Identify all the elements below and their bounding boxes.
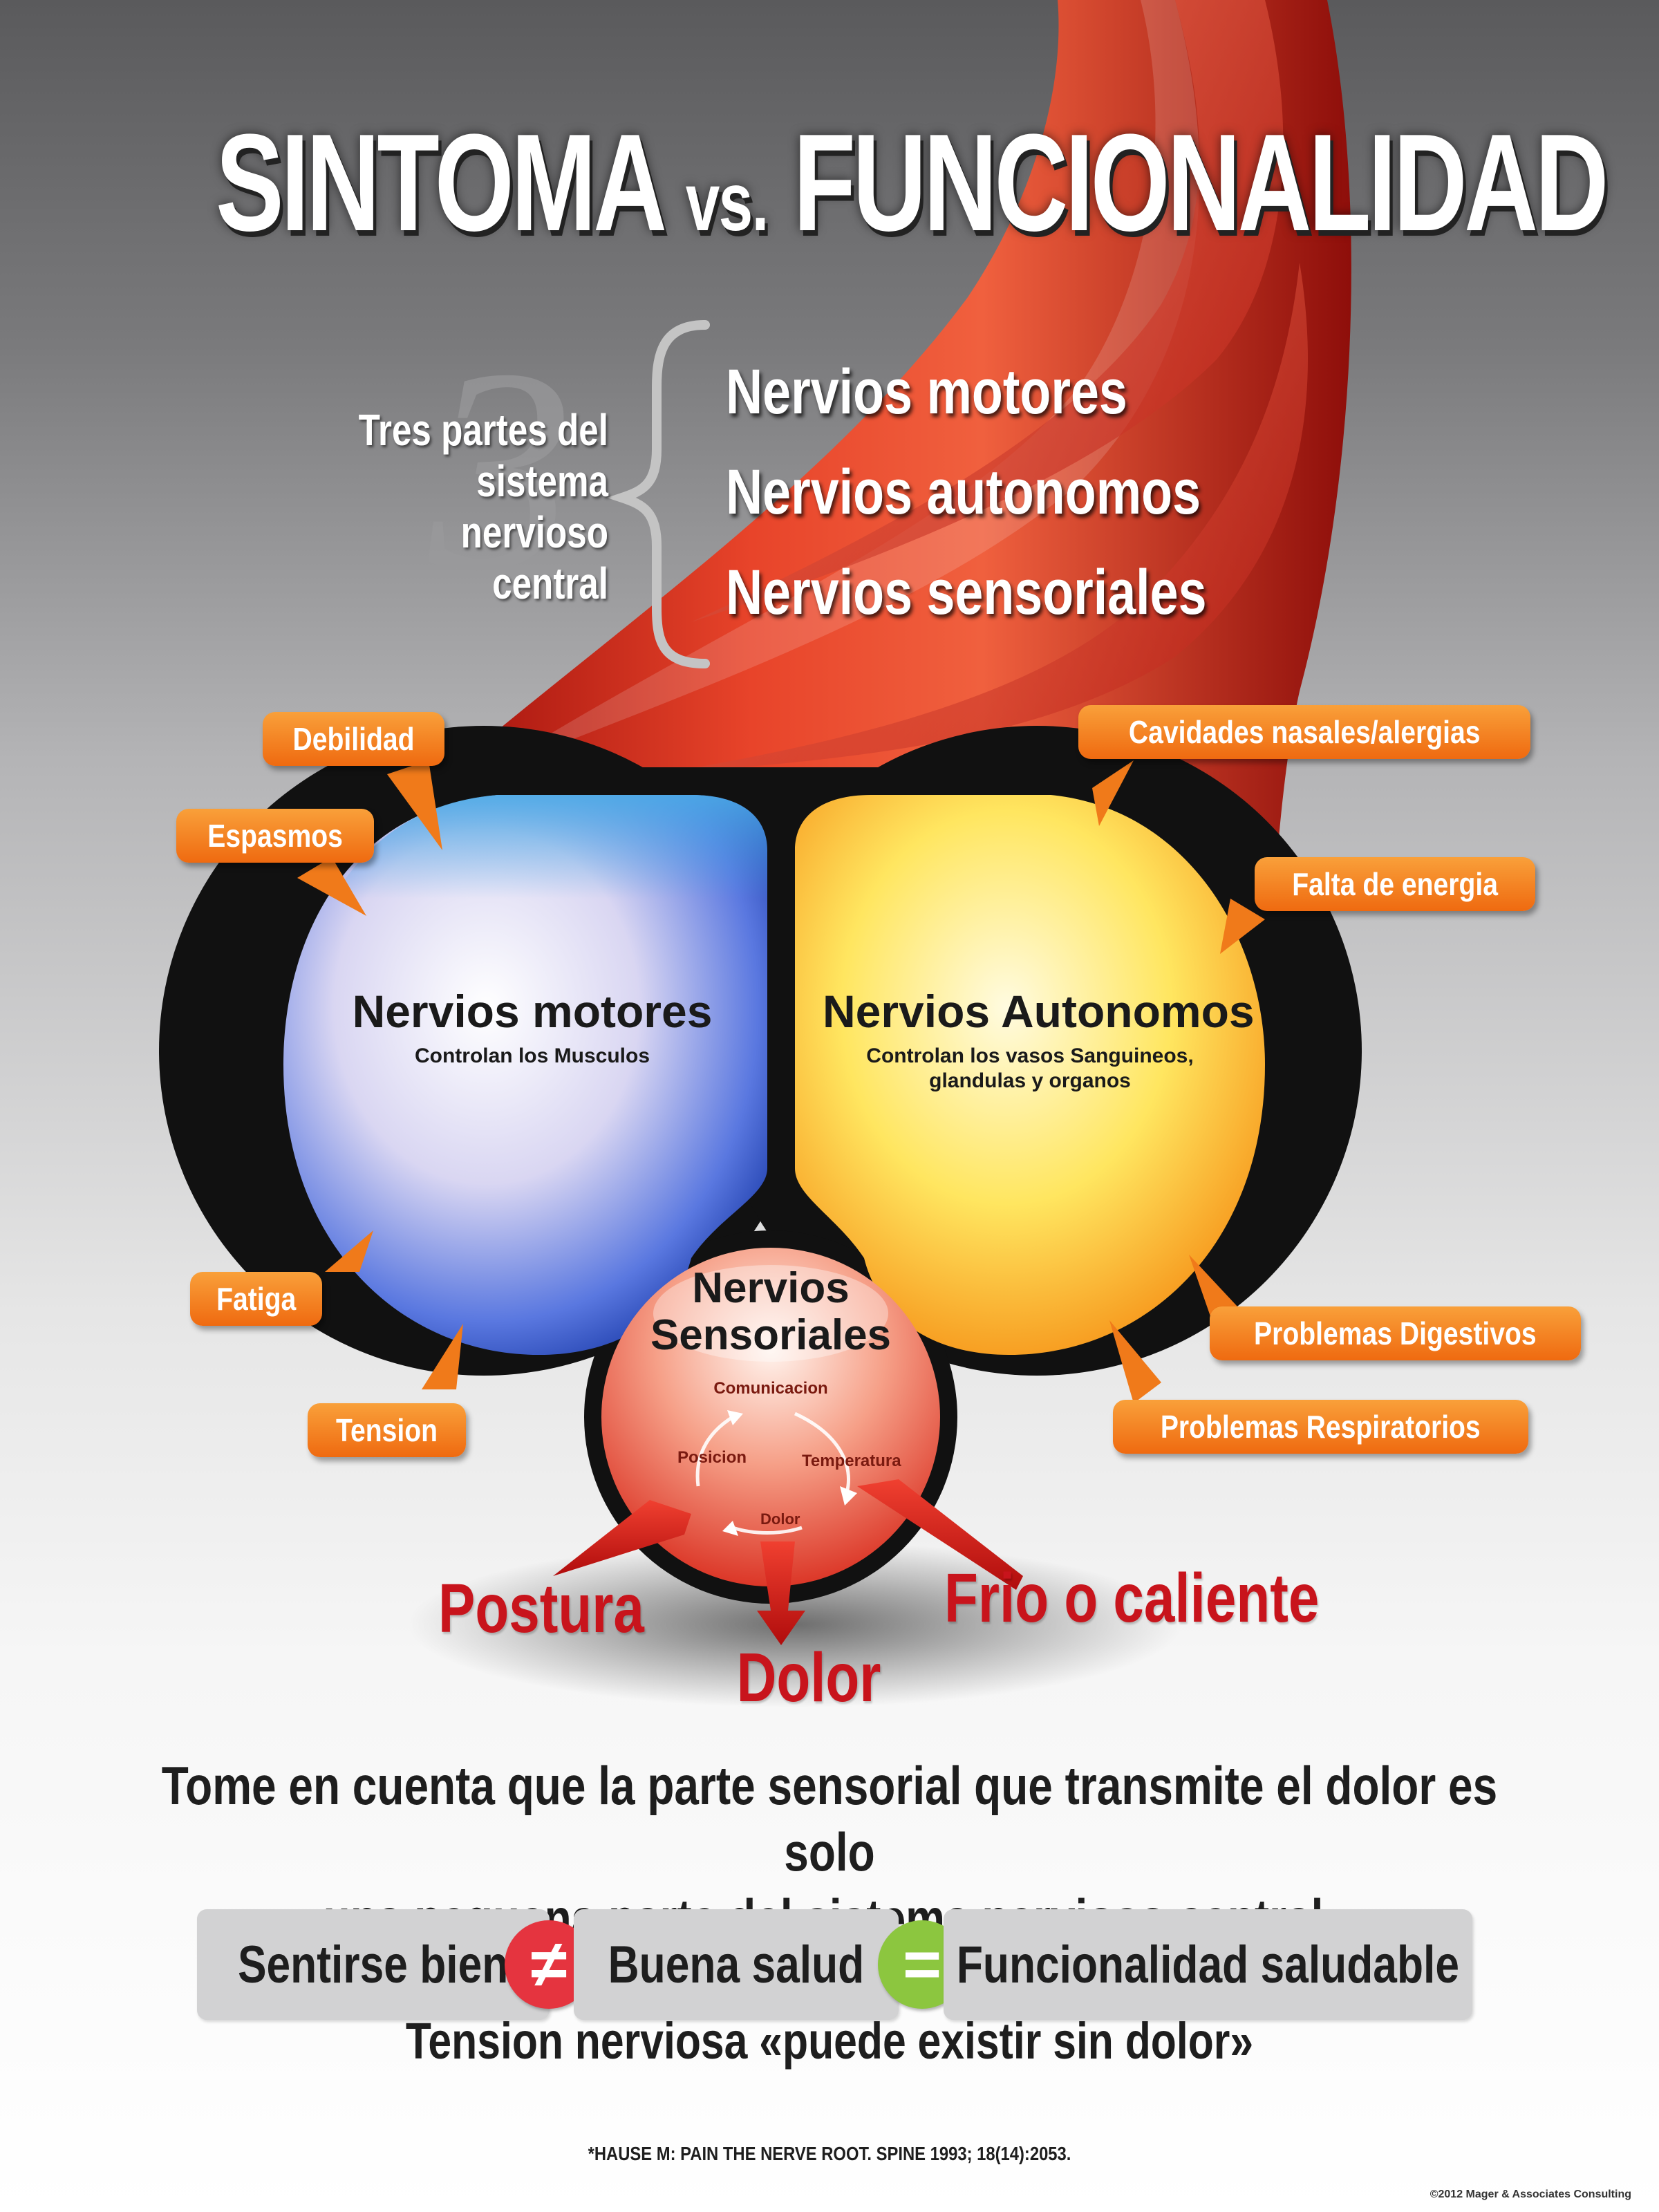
title-vs: vs. [685,156,769,248]
copyright: ©2012 Mager & Associates Consulting [1430,2188,1631,2200]
sensory-title-line-2: Sensoriales [650,1311,892,1359]
dolor-arrow [757,1541,805,1645]
sensory-title: Nervios Sensoriales [632,1265,909,1359]
nervous-system-diagram [159,726,1362,1645]
output-frio-caliente: Frio o caliente [944,1559,1320,1637]
main-title: SINTOMA vs. FUNCIONALIDAD [216,104,1609,263]
tagline: Tension nerviosa «puede existir sin dolo… [405,2012,1254,2070]
citation: *HAUSE M: PAIN THE NERVE ROOT. SPINE 199… [588,2143,1071,2164]
cycle-posicion: Posicion [677,1448,747,1467]
sensory-title-line-1: Nervios [692,1264,850,1312]
eq-funcionalidad: Funcionalidad saludable [944,1909,1472,2020]
autonomic-nerves-lobe [795,795,1265,1355]
three-parts-line-2: sistema nervioso [460,456,608,557]
cycle-dolor: Dolor [760,1510,800,1528]
eq-sentirse-bien: Sentirse bien [197,1909,550,2020]
autonomic-subtitle-line-1: Controlan los vasos Sanguineos, [866,1044,1194,1067]
autonomic-subtitle: Controlan los vasos Sanguineos, glandula… [823,1044,1237,1094]
callout-tension: Tension [308,1403,466,1457]
callout-falta-energia: Falta de energia [1255,857,1536,911]
three-parts-label: Tres partes del sistema nervioso central [332,404,608,609]
intro-item-motor: Nervios motores [726,357,1127,427]
cycle-temperatura: Temperatura [802,1452,901,1470]
title-left: SINTOMA [216,106,664,260]
motor-nerves-lobe [283,795,767,1355]
number-three: 3 [429,309,574,630]
autonomic-title: Nervios Autonomos [823,986,1255,1037]
intro-item-sensory: Nervios sensoriales [726,557,1207,628]
output-dolor: Dolor [736,1639,881,1716]
motor-subtitle: Controlan los Musculos [414,1044,650,1067]
frio-arrow [857,1479,1023,1590]
callout-debilidad: Debilidad [263,712,445,766]
callout-espasmos: Espasmos [176,809,375,863]
three-parts-line-3: central [492,559,608,608]
autonomic-subtitle-line-2: glandulas y organos [929,1069,1131,1092]
eq-buena-salud: Buena salud [574,1909,899,2020]
sensory-nerves-lobe [601,1248,940,1586]
callout-cavidades: Cavidades nasales/alergias [1078,705,1531,759]
cycle-comunicacion: Comunicacion [713,1379,828,1398]
callout-respiratorios: Problemas Respiratorios [1113,1400,1528,1454]
postura-arrow [553,1500,691,1576]
note-line-1: Tome en cuenta que la parte sensorial qu… [161,1755,1498,1882]
output-postura: Postura [438,1570,644,1647]
callout-fatiga: Fatiga [190,1272,323,1326]
motor-title: Nervios motores [352,986,713,1037]
brace-bracket [606,320,710,668]
title-right: FUNCIONALIDAD [793,106,1609,260]
intro-item-autonomic: Nervios autonomos [726,457,1201,527]
three-parts-line-1: Tres partes del [358,405,608,455]
callout-digestivos: Problemas Digestivos [1210,1306,1581,1360]
